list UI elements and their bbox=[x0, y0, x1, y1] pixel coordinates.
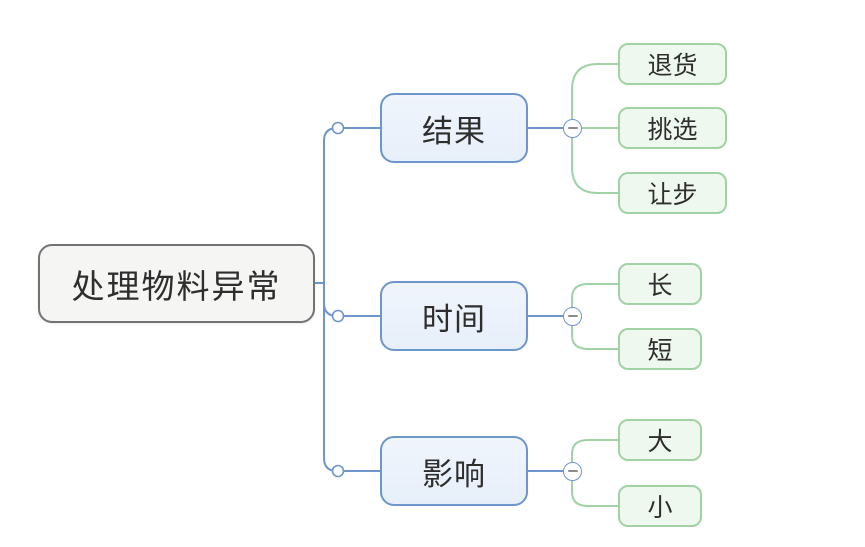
edge-impact-to-small bbox=[571, 470, 619, 507]
edge-time-to-short bbox=[571, 315, 619, 350]
edge-root-to-time bbox=[323, 282, 381, 317]
node-leaf-return[interactable]: 退货 bbox=[618, 43, 727, 85]
connector-handle-icon-time bbox=[331, 309, 345, 323]
node-leaf-short[interactable]: 短 bbox=[618, 328, 702, 370]
connector-handle-icon-result bbox=[331, 121, 345, 135]
node-leaf-pick[interactable]: 挑选 bbox=[618, 107, 727, 149]
node-branch-impact[interactable]: 影响 bbox=[380, 436, 528, 506]
node-root[interactable]: 处理物料异常 bbox=[38, 244, 315, 323]
node-leaf-long[interactable]: 长 bbox=[618, 263, 702, 305]
edge-impact-to-big bbox=[571, 439, 619, 472]
collapse-toggle-result[interactable] bbox=[563, 118, 582, 138]
edge-result-to-return bbox=[571, 63, 619, 129]
connector-handle-icon-impact bbox=[331, 464, 345, 478]
minus-icon bbox=[567, 126, 578, 130]
minus-icon bbox=[567, 314, 578, 318]
collapse-toggle-impact[interactable] bbox=[563, 461, 582, 481]
edge-result-to-concede bbox=[571, 127, 619, 194]
node-leaf-concede[interactable]: 让步 bbox=[618, 172, 727, 214]
node-branch-time[interactable]: 时间 bbox=[380, 281, 528, 351]
edge-time-to-long bbox=[571, 283, 619, 317]
edge-root-to-result bbox=[323, 127, 381, 284]
collapse-toggle-time[interactable] bbox=[563, 306, 582, 326]
node-branch-result[interactable]: 结果 bbox=[380, 93, 528, 163]
edge-root-to-impact bbox=[323, 282, 381, 472]
node-leaf-small[interactable]: 小 bbox=[618, 485, 702, 527]
node-leaf-big[interactable]: 大 bbox=[618, 419, 702, 461]
minus-icon bbox=[567, 469, 578, 473]
